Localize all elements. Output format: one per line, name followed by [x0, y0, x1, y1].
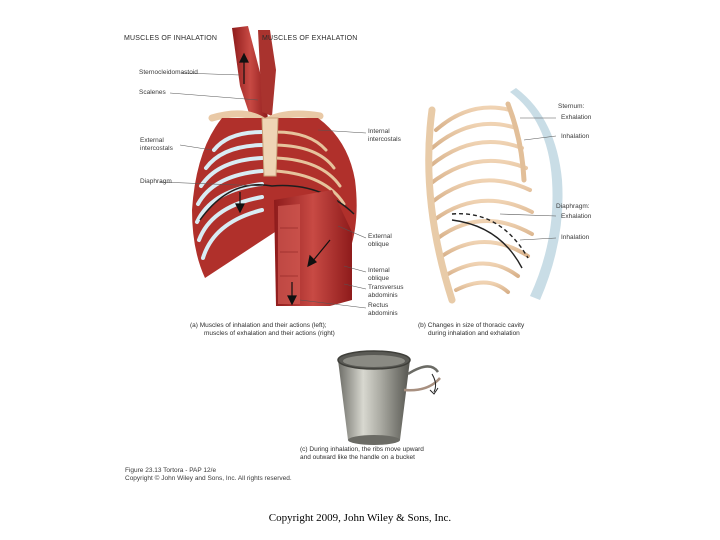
bucket-illustration — [337, 350, 441, 445]
label-diaphragm: Diaphragm — [140, 178, 172, 185]
label-sternum: Sternum: — [558, 103, 585, 110]
diaphragm-exhalation-line — [451, 213, 529, 259]
rectus-abdominis-muscle — [278, 204, 300, 304]
label-sternum-inhalation: Inhalation — [561, 133, 590, 140]
label-sternum-exhalation: Exhalation — [561, 114, 592, 121]
sternocleidomastoid-muscle — [232, 26, 268, 122]
label-sternocleidomastoid: Sternocleidomastoid — [139, 69, 198, 76]
slide-footer-copyright: Copyright 2009, John Wiley & Sons, Inc. — [268, 512, 452, 524]
header-exhalation: MUSCLES OF EXHALATION — [262, 35, 358, 42]
caption-a-line-1: (a) Muscles of inhalation and their acti… — [190, 322, 327, 329]
bucket-opening — [343, 355, 405, 367]
exhalation-outline — [510, 88, 563, 300]
label-transversus-1: Transversus — [368, 284, 404, 291]
scalenes-muscle — [258, 30, 276, 116]
label-internal-intercostals-2: intercostals — [368, 136, 401, 143]
label-external-oblique-1: External — [368, 233, 392, 240]
label-diaphragm-side: Diaphragm: — [556, 203, 590, 210]
label-rectus-2: abdominis — [368, 310, 398, 317]
label-external-intercostals-1: External — [140, 137, 164, 144]
torso-illustration — [159, 26, 367, 309]
sternum — [261, 117, 279, 177]
label-internal-oblique-2: oblique — [368, 275, 389, 282]
caption-a-line-2: muscles of exhalation and their actions … — [204, 330, 335, 337]
caption-b-line-2: during inhalation and exhalation — [428, 330, 520, 337]
figure-copyright: Copyright © John Wiley and Sons, Inc. Al… — [125, 475, 292, 482]
label-external-oblique-2: oblique — [368, 241, 389, 248]
spine — [425, 106, 456, 304]
bucket-handle — [407, 365, 440, 376]
bucket-handle-raised — [403, 377, 441, 392]
bucket-body — [338, 360, 410, 440]
label-external-intercostals-2: intercostals — [140, 145, 173, 152]
diaphragm-inhalation-line — [451, 219, 523, 269]
label-rectus-1: Rectus — [368, 302, 389, 309]
figure-reference: Figure 23.13 Tortora - PAP 12/e — [125, 467, 217, 474]
label-scalenes: Scalenes — [139, 89, 166, 96]
label-diaphragm-inhalation: Inhalation — [561, 234, 590, 241]
thorax-side-illustration — [425, 88, 563, 304]
label-internal-intercostals-1: Internal — [368, 128, 390, 135]
caption-b-line-1: (b) Changes in size of thoracic cavity — [418, 322, 525, 329]
label-transversus-2: abdominis — [368, 292, 398, 299]
label-diaphragm-exhalation: Exhalation — [561, 213, 592, 220]
label-internal-oblique-1: Internal — [368, 267, 390, 274]
side-sternum — [505, 101, 527, 183]
caption-c-line-1: (c) During inhalation, the ribs move upw… — [300, 446, 424, 453]
bucket-base — [348, 435, 400, 445]
header-inhalation: MUSCLES OF INHALATION — [124, 35, 218, 42]
caption-c-line-2: and outward like the handle on a bucket — [300, 454, 415, 461]
